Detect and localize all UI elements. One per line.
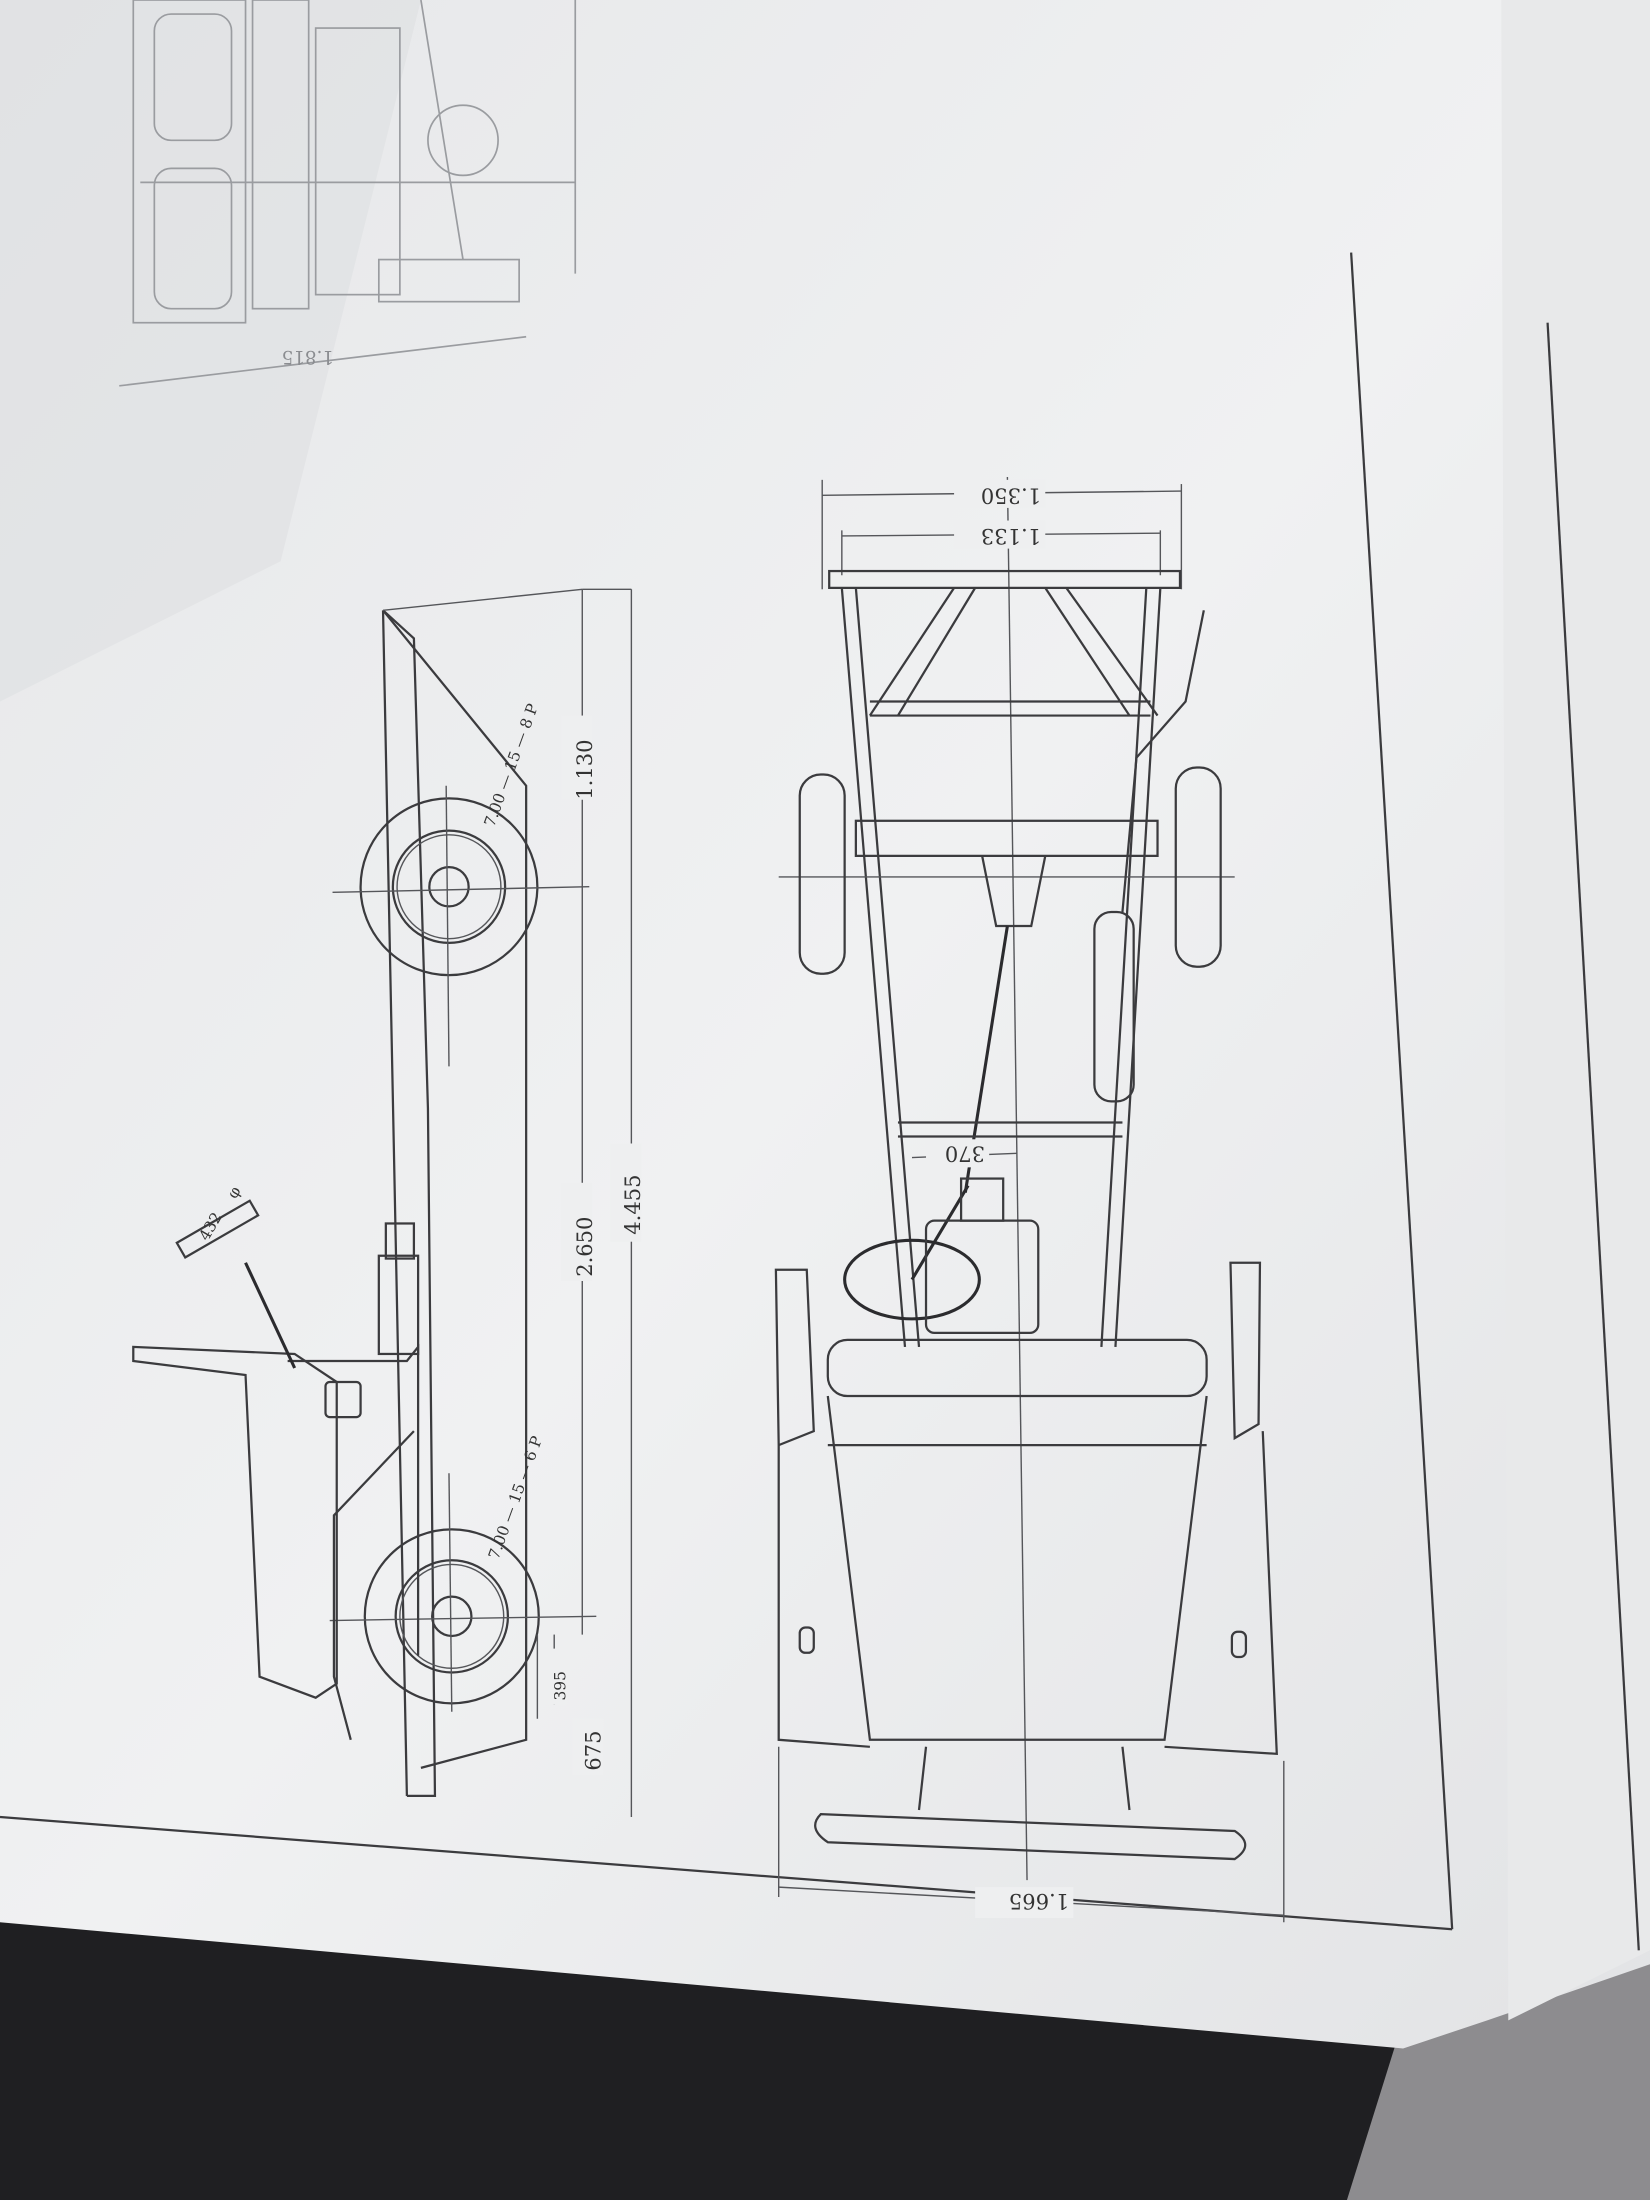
cowl-top [826,1338,1208,1398]
engine-block [377,1254,420,1356]
fabric-corner [1346,1936,1650,2200]
frame-width-label: 1.133 [981,524,1041,549]
steering-wheel-top [843,1238,981,1321]
body-outline [382,609,528,1769]
cab-outline [132,1345,338,1699]
inset-view: 1.815 [119,0,577,387]
rear-left-wheel [798,773,846,975]
exhaust-line [1121,610,1205,913]
left-frame-rail [840,587,921,1348]
front-axle-offset-label: 395 [551,1671,569,1700]
left-fender [774,1268,870,1748]
right-headlight [1230,1630,1248,1659]
rear-tread-label: 1.350 [981,483,1041,508]
steering-column [244,1262,297,1369]
rear-crossmember [828,569,1182,590]
right-page-edge [1501,0,1650,2021]
rear-bracing [868,587,1159,717]
muffler [1093,910,1135,1103]
rear-axle [854,819,1159,857]
cab-vent [324,1380,362,1419]
air-intake [384,1222,416,1260]
right-fender [1164,1261,1278,1756]
overall-length-label: 4.455 [620,1174,645,1234]
inset-width-label: 1.815 [282,346,334,367]
front-overhang-label: 675 [581,1731,606,1771]
centerline [1006,477,1028,1881]
front-bumper [814,1813,1247,1861]
exhaust-pipe [332,1430,415,1741]
rear-overhang-label: 1.130 [572,740,597,800]
paper-page [0,0,1650,2049]
right-frame-rail [1100,587,1162,1348]
overall-width-label: 1.665 [1009,1889,1069,1914]
next-page-edge [1546,322,1640,1951]
left-headlight [798,1626,815,1654]
front-springs [917,1746,1131,1811]
cab-body [826,1395,1208,1741]
steering-wheel [175,1199,260,1259]
differential [981,855,1047,928]
rear-right-wheel [1174,766,1222,968]
wheelbase-label: 2.650 [572,1217,597,1277]
steering-offset-label: 370 [945,1141,985,1166]
page-border-right [1350,252,1454,1930]
top-view: 1.350 1.133 370 [774,477,1285,1923]
